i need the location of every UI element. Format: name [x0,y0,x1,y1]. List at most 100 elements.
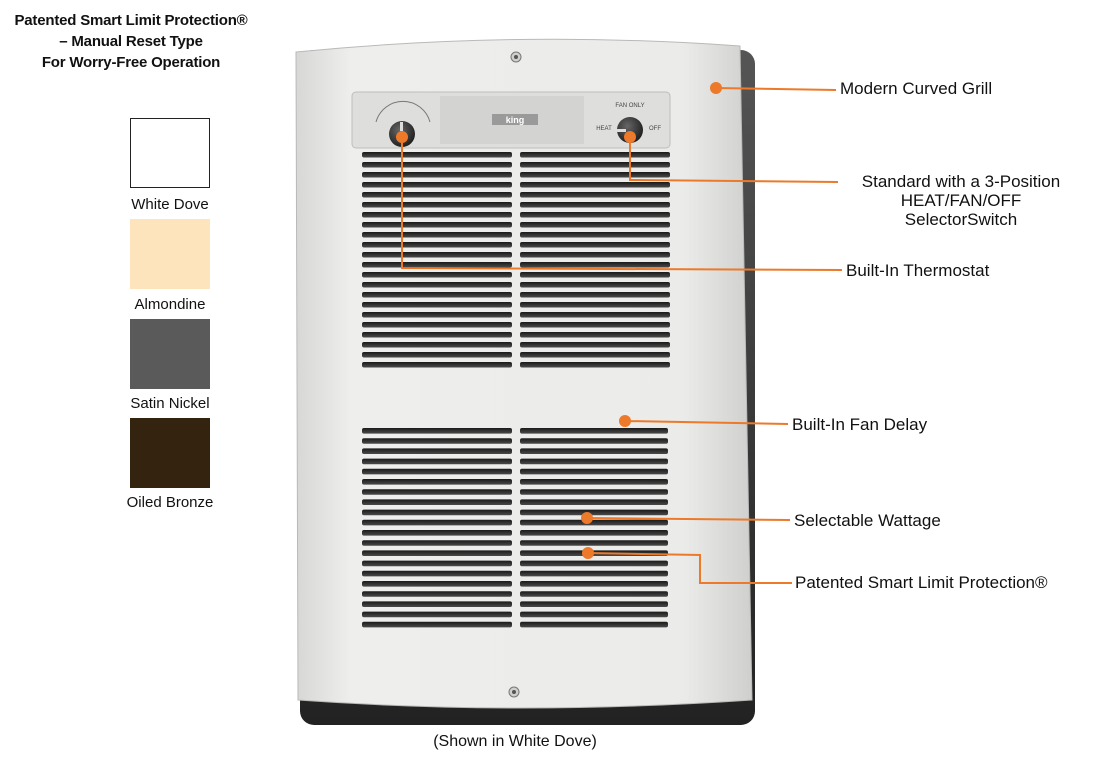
grille-slot [520,292,670,298]
swatch-label-oiled-bronze: Oiled Bronze [126,494,214,511]
grille-slot [520,182,670,188]
grille-slot [362,352,512,358]
grille-slot [362,581,512,587]
image-caption: (Shown in White Dove) [433,733,597,750]
grille-slot [362,262,512,268]
grille-slot [362,519,512,526]
callout-smart-limit-protection: Patented Smart Limit Protection® [795,573,1048,592]
grille-slot [520,282,670,288]
headline-line-3: For Worry-Free Operation [41,54,221,71]
grille-slot [520,519,668,526]
grille-slot [520,591,668,597]
grille-slot [362,362,512,368]
callout-modern-curved-grill: Modern Curved Grill [840,79,993,98]
swatch-label-almondine: Almondine [134,296,206,313]
callout-selector-switch: Standard with a 3-Position HEAT/FAN/OFF … [838,172,1084,229]
grille-slot [362,591,512,597]
grille-slot [362,192,512,198]
headline-line-2: – Manual Reset Type [59,33,203,50]
grille-slot [520,322,670,328]
leader-selector [629,137,839,183]
grille-slot [520,362,670,368]
grille-slot [520,438,668,444]
lower-grille [362,428,668,628]
grille-slot [362,530,512,536]
leader-limit-dot [582,547,594,559]
switch-label-heat: HEAT [596,126,612,132]
selector-knob-indicator [617,129,626,132]
grille-slot [362,499,512,506]
grille-slot [362,611,512,618]
swatch-almondine [130,219,210,289]
grille-slot [362,458,512,465]
grille-slot [362,212,512,218]
grille-slot [520,560,668,567]
callout-leaders [401,87,843,584]
leader-grill [715,87,837,91]
headline-line-1: Patented Smart Limit Protection® [14,12,248,29]
grille-slot [362,621,512,628]
leader-thermostat [401,137,843,271]
grille-slot [520,242,670,248]
grille-slot [362,438,512,444]
swatch-white-dove [130,118,210,188]
grille-slot [520,162,670,168]
grille-slot [362,448,512,455]
grille-slot [520,252,670,258]
grille-slot [362,202,512,208]
upper-grille [362,152,670,368]
grille-slot [520,489,668,495]
callout-selector-line-1: Standard with a 3-Position [861,172,1061,191]
grille-slot [362,152,512,158]
brand-logo-text: king [506,115,525,125]
grille-slot [520,581,668,587]
grille-slot [362,479,512,485]
grille-slot [362,342,512,348]
grille-slot [520,428,668,434]
grille-slot [362,232,512,238]
grille-slot [362,428,512,434]
swatch-satin-nickel [130,319,210,389]
grille-slot [520,468,668,475]
grille-slot [520,192,670,198]
grille-slot [362,252,512,258]
grille-slot [362,242,512,248]
leader-wattage [586,517,791,521]
grille-slot [362,172,512,178]
feature-headline: Patented Smart Limit Protection® – Manua… [0,10,262,73]
thermostat-knob-indicator [400,122,403,131]
grille-slot [520,499,668,506]
grille-slot [520,352,670,358]
grille-slot [362,509,512,516]
grille-slot [520,530,668,536]
leader-thermostat-dot [396,131,408,143]
grille-slot [520,232,670,238]
screw-bottom-icon [508,686,520,698]
leader-wattage-dot [581,512,593,524]
grille-slot [362,540,512,546]
screw-top-icon [510,51,522,63]
grille-slot [362,570,512,577]
callout-selector-line-2: HEAT/FAN/OFF [900,191,1022,210]
leader-selector-dot [624,131,636,143]
grille-slot [362,282,512,288]
grille-slot [362,560,512,567]
grille-slot [362,550,512,557]
grille-slot [520,212,670,218]
grille-slot [520,262,670,268]
grille-slot [520,152,670,158]
swatch-label-white-dove: White Dove [131,196,209,213]
callout-selectable-wattage: Selectable Wattage [794,511,941,530]
grille-slot [362,292,512,298]
grille-slot [520,458,668,465]
grille-slot [520,621,668,628]
grille-slot [362,489,512,495]
grille-slot [520,312,670,318]
grille-slot [520,302,670,308]
grille-slot [362,162,512,168]
callout-built-in-fan-delay: Built-In Fan Delay [792,415,928,434]
callout-dots [396,82,722,559]
leader-limit [587,552,792,584]
grille-slot [362,272,512,278]
